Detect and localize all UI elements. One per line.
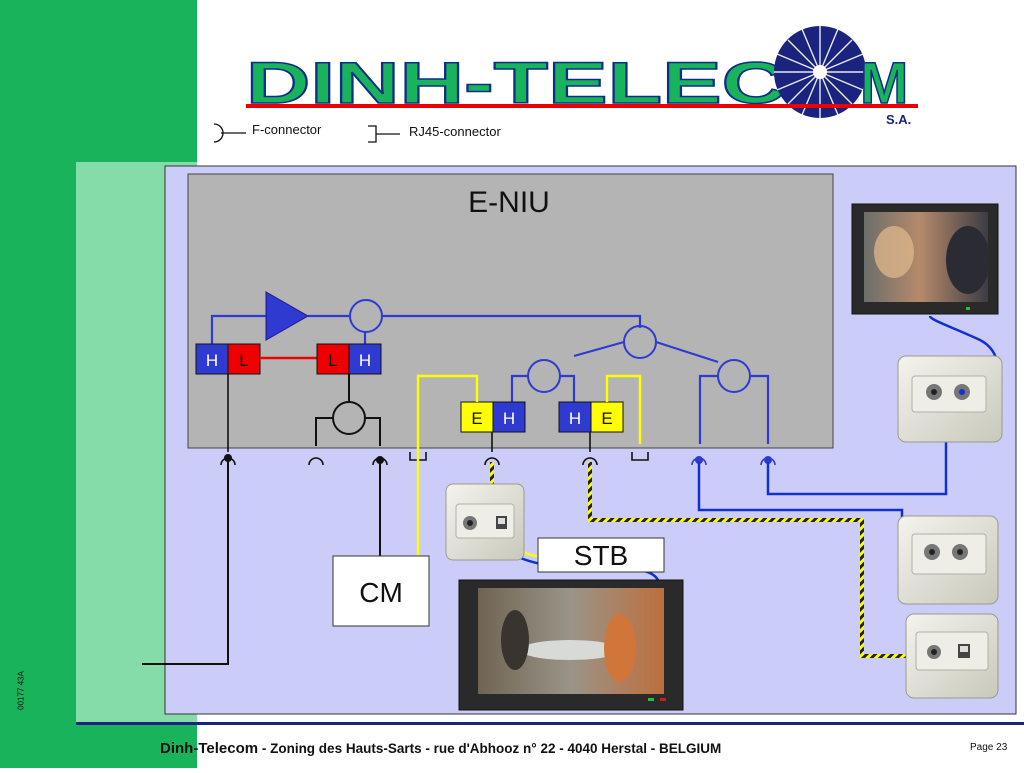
- television-1: [851, 203, 999, 315]
- wall-outlet-tv-2: [897, 515, 999, 605]
- svg-text:H: H: [569, 409, 581, 428]
- logo-suffix: S.A.: [886, 112, 911, 127]
- svg-text:H: H: [206, 351, 218, 370]
- svg-text:E: E: [471, 409, 482, 428]
- rj45-connector-icon: [631, 452, 649, 461]
- splitters: [349, 299, 751, 393]
- cm-splitter: [315, 374, 381, 446]
- f-connector-icon: [582, 457, 598, 466]
- rj45-connector-icon: [368, 125, 400, 143]
- amplifier-icon: [265, 291, 310, 341]
- wall-outlet-tv-1: [897, 355, 1003, 443]
- cable-modem-box: [332, 555, 430, 627]
- svg-text:H: H: [359, 351, 371, 370]
- dinh-telecom-logo: DINH-TELEC M S.A.: [245, 26, 918, 127]
- set-top-box: [537, 537, 665, 573]
- footer-company: Dinh-Telecom: [160, 740, 259, 757]
- splitter-icon: [717, 359, 751, 393]
- diplexer-4: H E: [558, 401, 624, 433]
- splitter-icon: [349, 299, 383, 333]
- page-number: Page 23: [970, 742, 1008, 753]
- footer-address: - Zoning des Hauts-Sarts - rue d'Abhooz …: [258, 741, 722, 756]
- diplexer-2: L H: [316, 343, 382, 375]
- diplexer-1: H L: [195, 343, 261, 375]
- svg-text:H: H: [503, 409, 515, 428]
- eniu-title: E-NIU: [468, 186, 550, 219]
- splitter-icon: [527, 359, 561, 393]
- legend-f-connector: F-connector: [252, 122, 322, 137]
- footer-text: Dinh-Telecom - Zoning des Hauts-Sarts - …: [160, 740, 721, 757]
- footer-divider: [76, 722, 1024, 725]
- stb-label: STB: [574, 540, 628, 571]
- svg-text:E: E: [601, 409, 612, 428]
- legend-rj45-connector: RJ45-connector: [409, 124, 501, 139]
- svg-text:L: L: [328, 351, 337, 370]
- globe-icon: [774, 26, 866, 118]
- connector-row: [220, 452, 649, 466]
- f-connector-icon: [308, 457, 324, 466]
- cm-label: CM: [359, 577, 403, 608]
- svg-text:L: L: [239, 351, 248, 370]
- eniu-internal-wiring: [210, 314, 770, 444]
- splitter-icon: [623, 325, 657, 359]
- f-connector-icon: [213, 123, 246, 143]
- diplexer-3: E H: [460, 401, 526, 433]
- television-2: [458, 579, 684, 711]
- wall-outlet-stb: [445, 483, 525, 561]
- f-connector-icon: [484, 457, 500, 466]
- legend: F-connector RJ45-connector: [213, 122, 501, 143]
- wall-outlet-data: [905, 613, 999, 699]
